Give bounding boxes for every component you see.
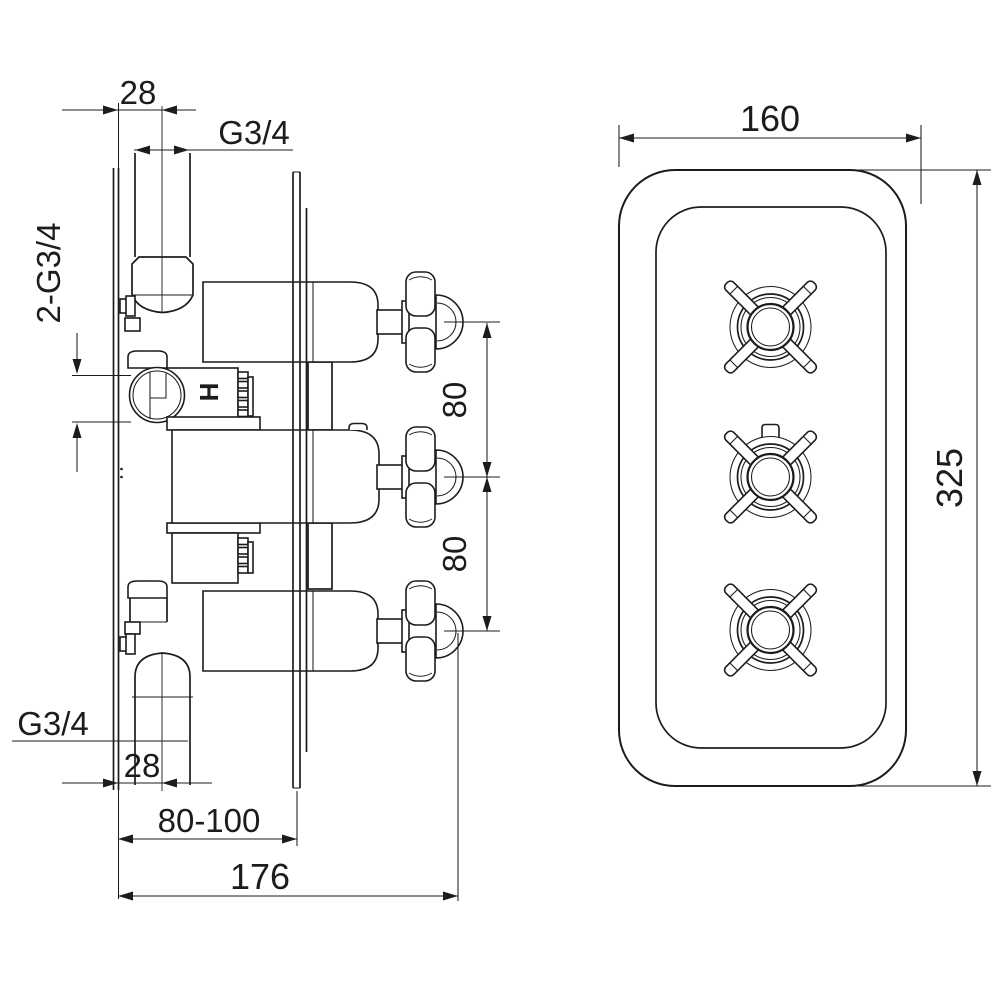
dim-28-top: 28	[62, 74, 196, 115]
cartridge-bottom	[202, 590, 379, 672]
dim-recess-depth: 80-100	[118, 791, 298, 846]
dim-80-upper-label: 80	[436, 382, 473, 419]
faceplate-side-profile	[292, 171, 308, 789]
dim-plate-height: 325	[855, 169, 991, 787]
side-ports-thread-label: 2-G3/4	[30, 223, 67, 324]
cartridge-middle	[171, 422, 380, 524]
front-handle-top	[721, 278, 820, 376]
diverter-body	[127, 350, 254, 424]
wall-fixing-bottom	[119, 621, 141, 655]
dim-handle-spacing: 80 80	[436, 323, 492, 631]
dim-plate-width-label: 160	[740, 98, 800, 139]
temp-stop-button	[348, 422, 368, 430]
dim-side-ports-thread: 2-G3/4	[30, 223, 82, 472]
faceplate-front	[618, 169, 907, 787]
hot-marking-label: H	[194, 383, 224, 402]
diverter-port-circle	[128, 366, 186, 424]
wall-mounting-line	[112, 103, 123, 899]
wall-fixing-top	[119, 295, 141, 332]
hot-marking: H	[194, 383, 224, 402]
temp-indicator-tab	[761, 423, 780, 438]
faceplate-inner-panel	[655, 206, 887, 749]
front-handle-bottom	[721, 581, 820, 679]
dim-total-depth-label: 176	[230, 856, 290, 897]
dim-plate-width: 160	[618, 98, 922, 204]
dim-outlet-thread: G3/4	[12, 705, 188, 742]
handle-side-middle	[376, 426, 501, 528]
dim-recess-depth-label: 80-100	[158, 802, 261, 839]
cartridge-top	[202, 281, 379, 363]
side-view-group: 28 G3/4 2-G3/4 H 80 80	[12, 74, 501, 901]
inlet-pipe-top	[131, 106, 194, 314]
dim-28-top-label: 28	[120, 74, 157, 111]
dim-inlet-thread: G3/4	[134, 114, 293, 155]
side-port-lines	[72, 374, 131, 423]
front-handle-middle	[721, 423, 820, 526]
inlet-thread-label: G3/4	[218, 114, 290, 151]
dim-80-lower-label: 80	[436, 536, 473, 573]
handle-side-bottom	[376, 580, 501, 682]
dim-plate-height-label: 325	[929, 448, 970, 508]
dim-28-bottom: 28	[62, 747, 212, 788]
dim-total-depth: 176	[118, 633, 459, 901]
outlet-thread-label: G3/4	[17, 705, 89, 742]
front-view-group: 160 325	[618, 98, 991, 787]
dim-28-bottom-label: 28	[124, 747, 161, 784]
handle-side-top	[376, 271, 501, 373]
